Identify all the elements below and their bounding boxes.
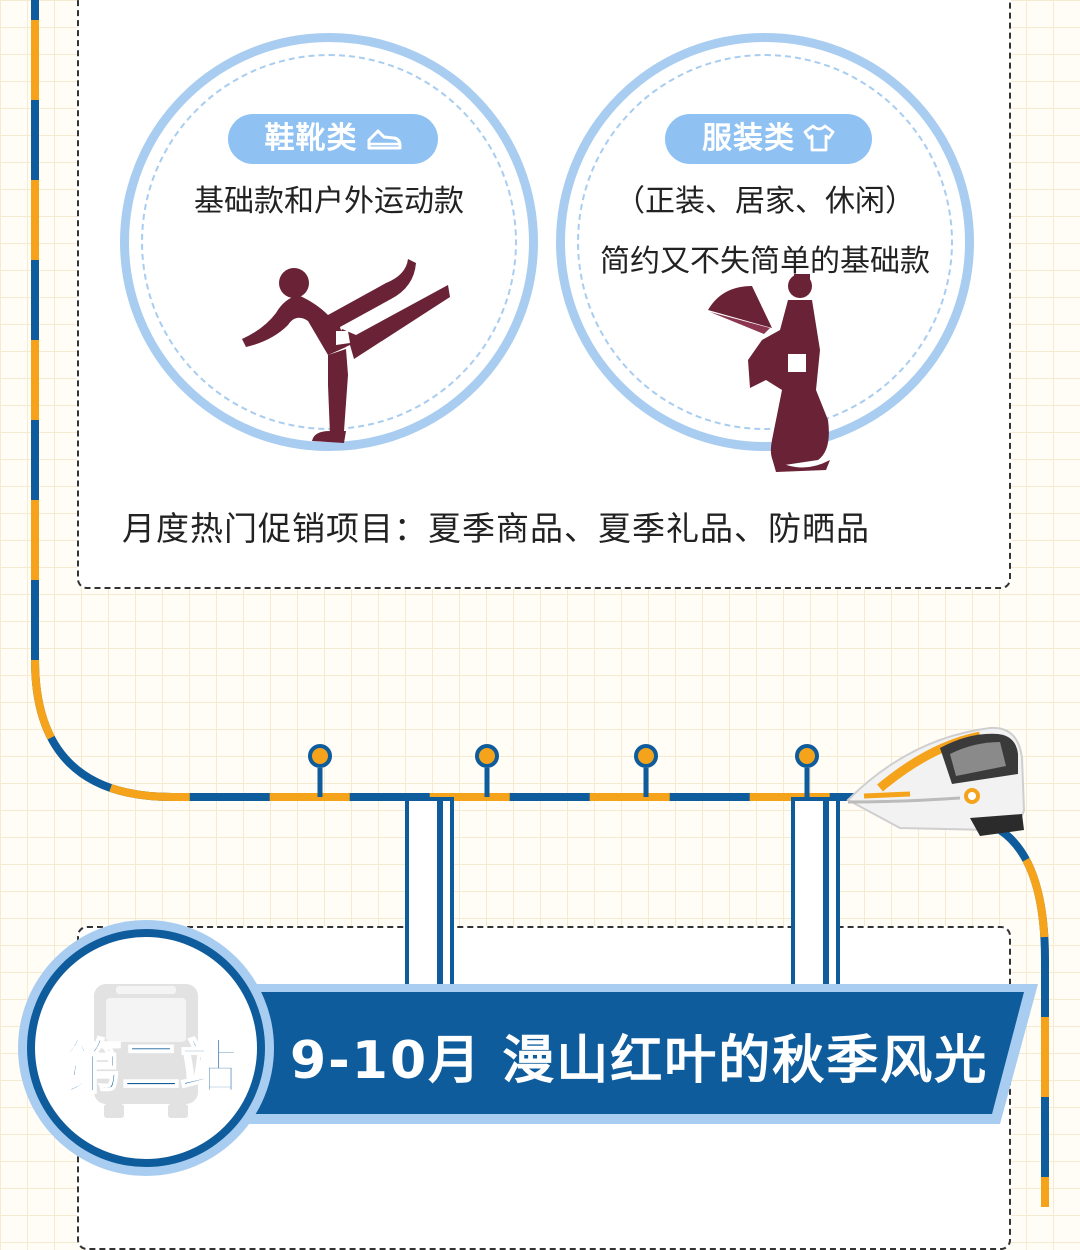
monthly-promotion-text: 月度热门促销项目：夏季商品、夏季礼品、防晒品 (122, 509, 870, 548)
rail-pylons (308, 744, 840, 1001)
clothing-line1: （正装、居家、休闲） (615, 184, 915, 219)
station-label: 第二站 (63, 1032, 239, 1102)
rail-track (31, 0, 1049, 1207)
clothing-category-pill: 服装类 (665, 114, 872, 164)
station-title: 9-10月 漫山红叶的秋季风光 (290, 1031, 989, 1091)
train-icon (846, 726, 1026, 836)
dancer-figure (242, 259, 450, 443)
shoe-icon (367, 129, 401, 150)
shoes-description: 基础款和户外运动款 (194, 184, 464, 219)
clothing-category-title: 服装类 (702, 121, 795, 156)
fan-dancer-figure (708, 274, 830, 472)
clothing-line2: 简约又不失简单的基础款 (600, 244, 930, 279)
clothing-circle (556, 33, 974, 451)
shoes-category-title: 鞋靴类 (264, 121, 358, 156)
station-banner (18, 920, 1038, 1176)
shoes-category-pill: 鞋靴类 (228, 114, 438, 164)
tshirt-icon (803, 124, 835, 152)
